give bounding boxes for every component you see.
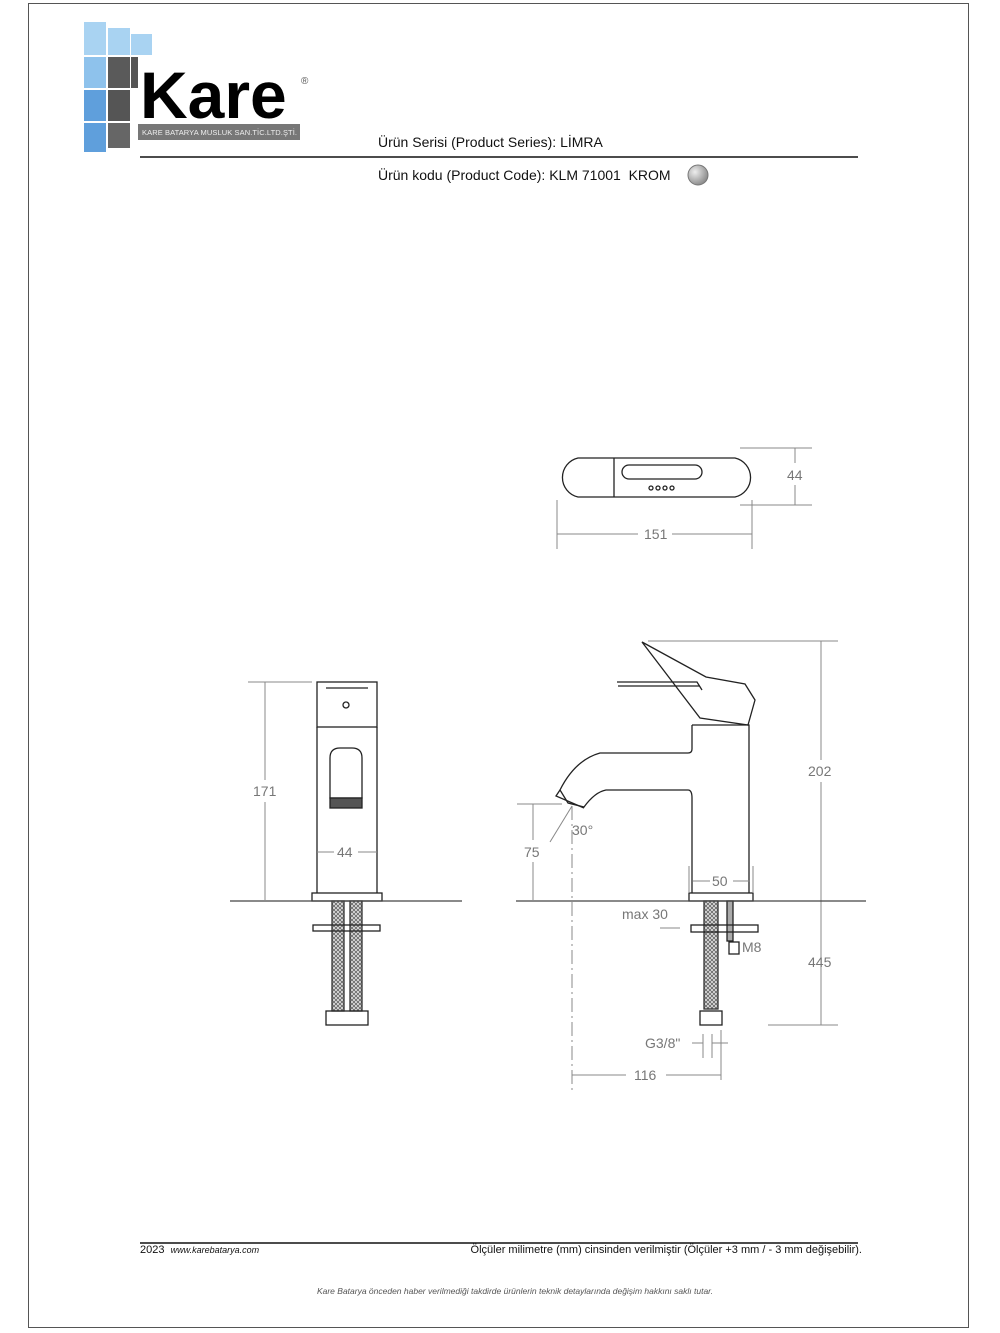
footer-left: 2023 www.karebatarya.com xyxy=(140,1244,259,1256)
dim-max-thickness: max 30 xyxy=(622,906,668,922)
dim-spout-height: 75 xyxy=(524,844,540,860)
series-label: Ürün Serisi (Product Series): xyxy=(378,134,557,150)
product-code: Ürün kodu (Product Code): KLM 71001 KROM xyxy=(378,167,671,183)
dim-front-width: 44 xyxy=(337,844,353,860)
finish-swatch xyxy=(687,164,709,186)
dim-hose-length: 445 xyxy=(808,954,832,970)
dim-front-height: 171 xyxy=(253,783,277,799)
code-value: KLM 71001 xyxy=(549,167,621,183)
front-view xyxy=(230,681,462,1026)
dim-bolt: M8 xyxy=(742,939,762,955)
page-border xyxy=(28,3,969,1328)
dim-top-length: 151 xyxy=(644,526,668,542)
dim-connection: G3/8" xyxy=(645,1035,680,1051)
logo-tagline: KARE BATARYA MUSLUK SAN.TİC.LTD.ŞTİ. xyxy=(142,128,297,137)
footer-year: 2023 xyxy=(140,1244,165,1256)
series-value: LİMRA xyxy=(560,134,603,150)
logo: Kare ® KARE BATARYA MUSLUK SAN.TİC.LTD.Ş… xyxy=(84,22,309,152)
top-view xyxy=(556,447,812,549)
dim-base-width: 50 xyxy=(712,873,728,889)
dim-spout-angle: 30° xyxy=(572,822,593,838)
footer-website[interactable]: www.karebatarya.com xyxy=(170,1245,260,1255)
disclaimer: Kare Batarya önceden haber verilmediği t… xyxy=(316,1286,714,1296)
side-view xyxy=(516,640,866,1090)
registered-mark: ® xyxy=(301,76,309,87)
product-series: Ürün Serisi (Product Series): LİMRA xyxy=(378,134,603,150)
finish-label: KROM xyxy=(628,167,671,183)
logo-wordmark: Kare xyxy=(140,58,287,132)
dim-side-height: 202 xyxy=(808,763,832,779)
units-note: Ölçüler milimetre (mm) cinsinden verilmi… xyxy=(470,1244,862,1256)
dim-top-width: 44 xyxy=(787,467,803,483)
code-label: Ürün kodu (Product Code): xyxy=(378,167,546,183)
dim-reach: 116 xyxy=(634,1067,657,1083)
